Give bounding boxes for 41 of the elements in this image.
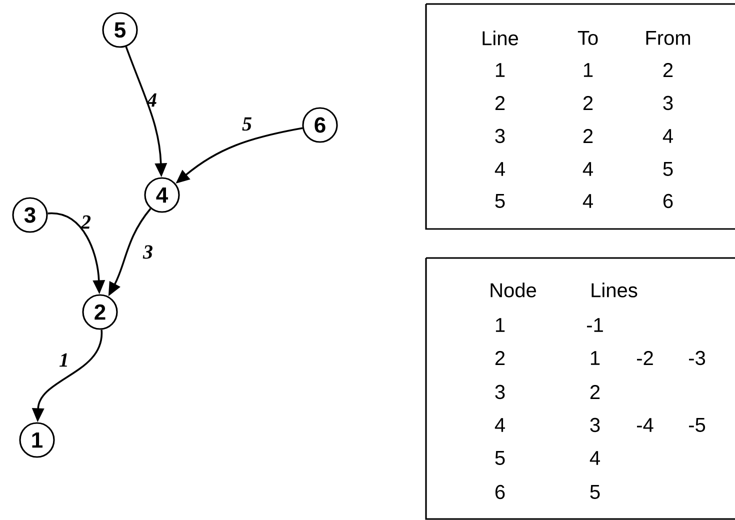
- table-cell: 5: [495, 194, 505, 208]
- table-cell: To: [578, 31, 598, 45]
- table-cell: -2: [637, 351, 653, 365]
- table-cell: 3: [495, 128, 505, 144]
- table-cell: 6: [495, 484, 505, 500]
- edge-label: 3: [142, 245, 152, 259]
- table-cell: 6: [663, 194, 673, 208]
- table-cell: 4: [582, 194, 593, 208]
- table-cell: From: [646, 31, 690, 45]
- table-cell: 3: [663, 96, 673, 110]
- table-cell: 5: [590, 485, 600, 499]
- table-cell: 2: [495, 351, 505, 365]
- table-cell: 4: [662, 129, 673, 143]
- table-cell: 5: [495, 451, 505, 465]
- table-cell: 2: [663, 63, 673, 77]
- table-cell: 1: [590, 351, 600, 365]
- table-cell: Line: [482, 30, 518, 46]
- edge-label: 5: [242, 117, 252, 131]
- table-cell: 4: [494, 162, 505, 176]
- table-cell: 4: [494, 418, 505, 432]
- edge-label: 4: [146, 93, 156, 107]
- table-cell: -1: [587, 318, 603, 332]
- table-cell: 2: [583, 129, 593, 143]
- table-cell: 4: [582, 162, 593, 176]
- table-cell: -5: [689, 418, 706, 432]
- table-cell: 1: [496, 318, 505, 332]
- table-cell: 1: [496, 63, 505, 77]
- table-cell: 2: [583, 96, 593, 110]
- table-cell: 3: [495, 384, 505, 400]
- edge-label: 1: [59, 353, 67, 367]
- table-cell: 2: [495, 96, 505, 110]
- edge-label: 2: [80, 215, 91, 229]
- table-cell: 4: [590, 451, 600, 465]
- table-cell: Node: [490, 282, 536, 298]
- table-cell: 1: [584, 63, 593, 77]
- table-cell: 3: [590, 418, 600, 432]
- table-cell: -3: [689, 350, 706, 366]
- table-cell: 5: [663, 162, 673, 176]
- table-cell: Lines: [592, 282, 638, 298]
- table-cell: -4: [637, 418, 654, 432]
- table-cell: 2: [590, 385, 600, 399]
